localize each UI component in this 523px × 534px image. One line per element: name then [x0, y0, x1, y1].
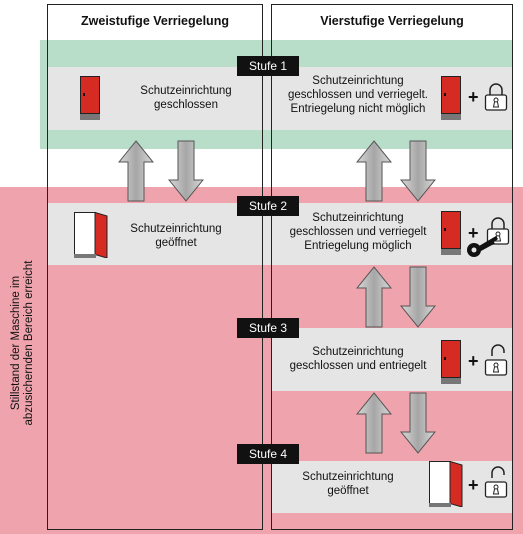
row-stufe-1: [47, 67, 513, 130]
column-four-stage: [271, 4, 513, 530]
door-open-icon: [74, 212, 108, 258]
key-icon: [467, 236, 498, 257]
arrow-down-icon: [400, 392, 436, 454]
door-closed-icon: [80, 76, 100, 120]
stage-label-4: Stufe 4: [237, 444, 299, 464]
arrow-down-icon: [400, 266, 436, 328]
arrow-up-icon: [118, 140, 154, 202]
arrow-up-icon: [356, 392, 392, 454]
side-label: Stillstand der Maschine im abzusichernde…: [6, 250, 40, 450]
stage-label-1: Stufe 1: [237, 56, 299, 76]
stage-4-right-text: Schutzeinrichtung geöffnet: [302, 471, 394, 497]
padlock-open-icon: [484, 344, 508, 376]
arrow-down-icon: [400, 140, 436, 202]
row-stufe-3: [271, 328, 513, 391]
door-open-icon: [429, 461, 463, 507]
stage-1-right-text: Schutzeinrichtung geschlossen und verrie…: [288, 75, 428, 115]
plus-sign: +: [468, 87, 479, 107]
stage-2-left-text: Schutzeinrichtung geöffnet: [130, 223, 222, 249]
door-closed-icon: [441, 211, 461, 255]
padlock-closed-icon: [484, 83, 508, 111]
column-title-two-stage: Zweistufige Verriegelung: [81, 14, 229, 28]
row-stufe-4: [271, 461, 513, 513]
stage-2-right-text: Schutzeinrichtung geschlossen und verrie…: [289, 212, 427, 252]
stage-label-3: Stufe 3: [237, 318, 299, 338]
plus-sign: +: [468, 223, 479, 243]
stage-3-right-text: Schutzeinrichtung geschlossen und entrie…: [289, 346, 427, 372]
side-label-text: Stillstand der Maschine im abzusichernde…: [10, 260, 35, 426]
stage-label-2: Stufe 2: [237, 196, 299, 216]
arrow-up-icon: [356, 266, 392, 328]
arrow-down-icon: [168, 140, 204, 202]
padlock-open-icon: [484, 466, 508, 498]
arrow-up-icon: [356, 140, 392, 202]
column-title-four-stage: Vierstufige Verriegelung: [320, 14, 464, 28]
door-closed-icon: [441, 76, 461, 120]
plus-sign: +: [468, 351, 479, 371]
column-two-stage: [47, 4, 263, 530]
stage-1-left-text: Schutzeinrichtung geschlossen: [140, 85, 232, 111]
plus-sign: +: [468, 475, 479, 495]
door-closed-icon: [441, 340, 461, 384]
